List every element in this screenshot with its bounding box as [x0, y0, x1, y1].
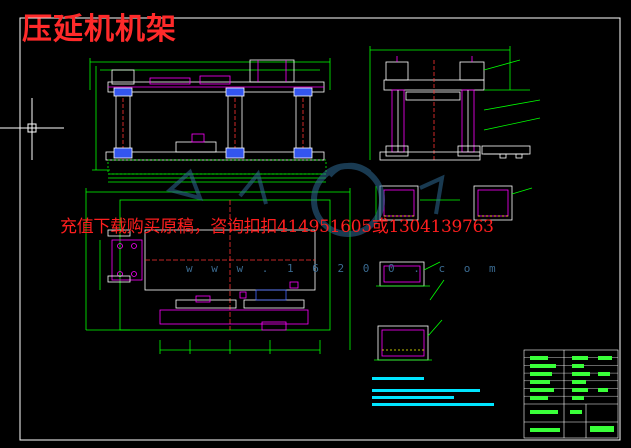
watermark-logo	[165, 163, 445, 237]
technical-notes	[372, 377, 494, 406]
plan-view	[85, 188, 351, 354]
crosshair-cursor-icon	[0, 98, 64, 160]
drawing-title: 压延机机架	[22, 12, 177, 47]
side-elevation-view	[369, 46, 541, 161]
front-elevation-view	[89, 58, 331, 183]
sheet-frame	[19, 17, 621, 441]
overlay-promo-text: 充值下载购买原稿，咨询扣扣414951605或1304139763	[60, 217, 494, 237]
title-block	[523, 349, 619, 439]
section-details	[374, 185, 533, 361]
watermark-url: w w w . 1 6 2 0 0 . c o m	[186, 262, 502, 275]
